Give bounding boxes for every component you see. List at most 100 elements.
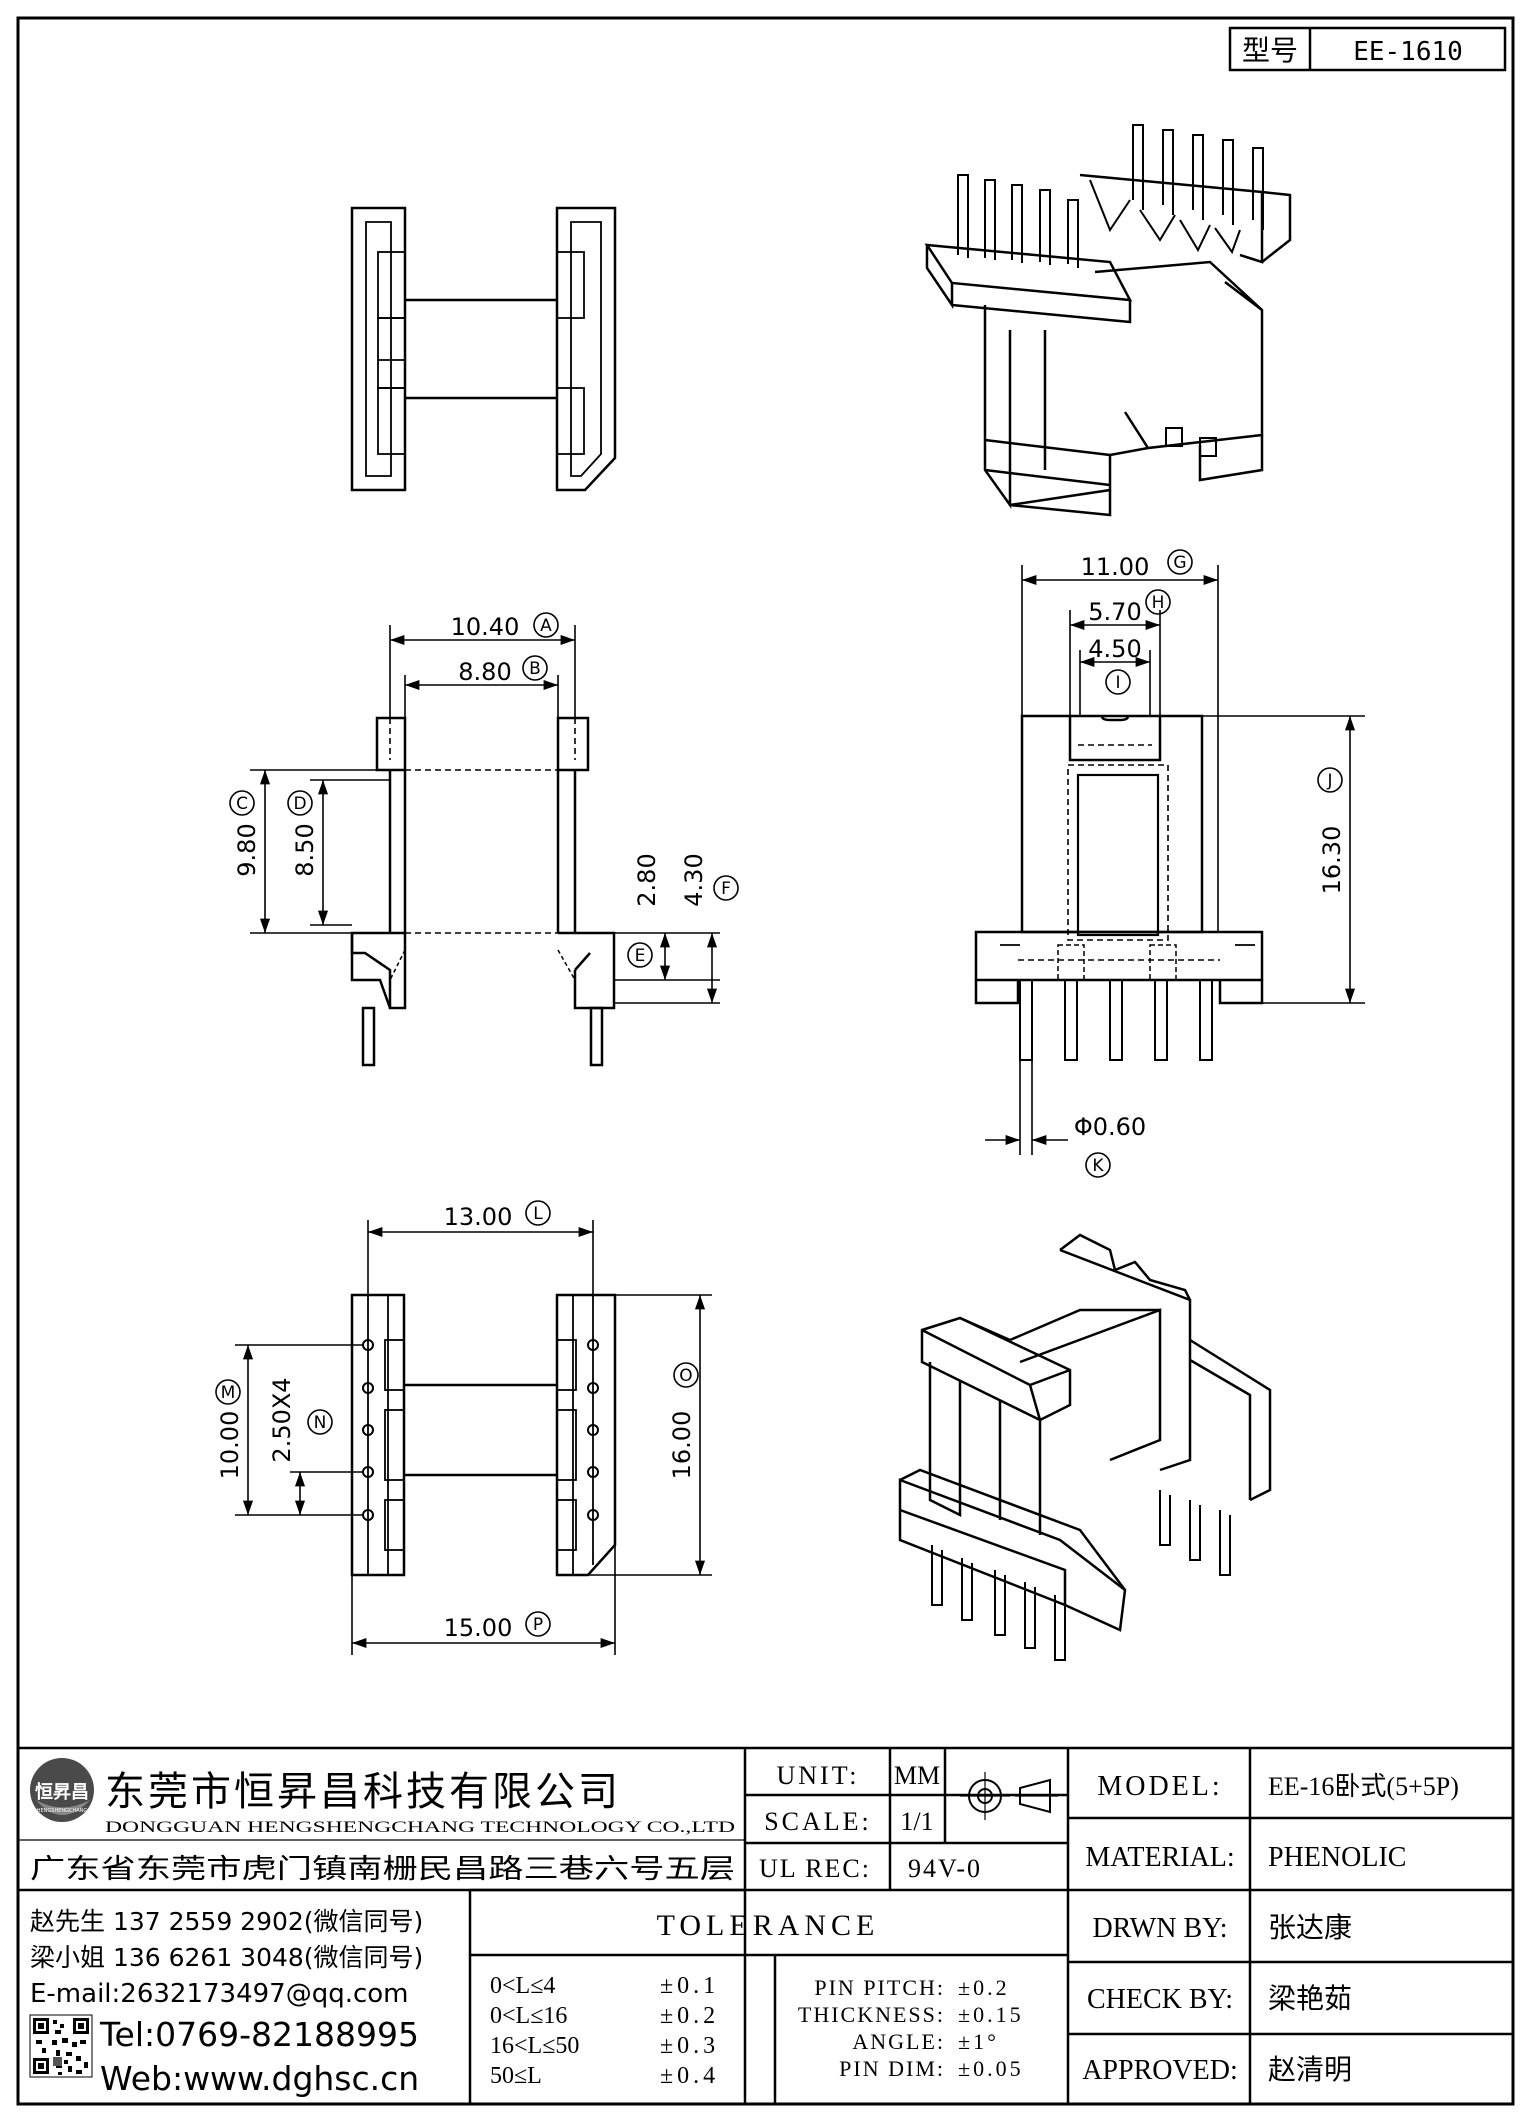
model-label: MODEL: bbox=[1097, 1771, 1222, 1802]
tol-extra-value-2: ±0.15 bbox=[958, 2002, 1024, 2027]
company-name-en: DONGGUAN HENGSHENGCHANG TECHNOLOGY CO.,L… bbox=[105, 1819, 735, 1836]
tag-k: K bbox=[1085, 1152, 1111, 1178]
tolerance-title: TOLERANCE bbox=[657, 1909, 880, 1942]
model-box-label: 型号 bbox=[1242, 34, 1298, 67]
qr-code bbox=[29, 2014, 93, 2078]
tag-e: E bbox=[627, 942, 653, 968]
company-address: 广东省东莞市虎门镇南栅民昌路三巷六号五层 bbox=[30, 1854, 735, 1885]
bottom-view bbox=[350, 1293, 617, 1577]
dim-g-value: 11.00 bbox=[1081, 553, 1150, 581]
dim-b-value: 8.80 bbox=[458, 658, 511, 686]
tol-range-3: 16<L≤50 bbox=[490, 2033, 579, 2059]
tol-extra-name-2: THICKNESS: bbox=[798, 2002, 945, 2027]
tag-n: N bbox=[307, 1409, 333, 1435]
drwn-value: 张达康 bbox=[1268, 1911, 1352, 1944]
dim-n-value: 2.50X4 bbox=[268, 1377, 296, 1462]
svg-text:K: K bbox=[1092, 1156, 1104, 1176]
svg-text:E: E bbox=[635, 946, 646, 966]
company-name-cn: 东莞市恒昇昌科技有限公司 bbox=[105, 1769, 621, 1815]
logo-text: 恒昇昌 bbox=[35, 1781, 89, 1803]
tol-extra-value-4: ±0.05 bbox=[958, 2056, 1024, 2081]
tol-range-4: 50≤L bbox=[490, 2063, 542, 2089]
tol-extra-name-3: ANGLE: bbox=[852, 2029, 945, 2054]
tag-i: I bbox=[1105, 669, 1131, 695]
dim-m-value: 10.00 bbox=[216, 1411, 244, 1480]
ul-label: UL REC: bbox=[759, 1854, 871, 1883]
svg-text:H: H bbox=[1152, 593, 1165, 613]
contact-line-1: 赵先生 137 2559 2902(微信同号) bbox=[30, 1907, 423, 1936]
svg-text:I: I bbox=[1115, 673, 1120, 693]
unit-label: UNIT: bbox=[776, 1761, 859, 1790]
dim-p-value: 15.00 bbox=[444, 1614, 513, 1642]
svg-text:J: J bbox=[1326, 771, 1332, 791]
drawing-frame bbox=[16, 16, 1515, 2106]
svg-text:P: P bbox=[533, 1615, 543, 1635]
dim-l-value: 13.00 bbox=[444, 1203, 513, 1231]
tag-c: C bbox=[229, 790, 255, 816]
scale-value: 1/1 bbox=[900, 1807, 933, 1836]
tol-extra-value-3: ±1° bbox=[958, 2029, 999, 2054]
tol-extra-name-4: PIN DIM: bbox=[839, 2056, 945, 2081]
check-value: 梁艳茹 bbox=[1268, 1982, 1352, 2015]
tol-extra-value-1: ±0.2 bbox=[958, 1975, 1010, 2000]
material-label: MATERIAL: bbox=[1085, 1842, 1234, 1873]
unit-value: MM bbox=[894, 1761, 940, 1790]
drwn-label: DRWN BY: bbox=[1092, 1913, 1227, 1944]
tag-h: H bbox=[1145, 589, 1171, 615]
tol-value-1: ±0.1 bbox=[660, 1973, 719, 1999]
approved-value: 赵清明 bbox=[1268, 2053, 1352, 2086]
svg-text:D: D bbox=[293, 794, 306, 814]
iso-view-bottom bbox=[898, 1233, 1272, 1661]
model-value: EE-16卧式(5+5P) bbox=[1268, 1772, 1459, 1801]
tag-j: J bbox=[1317, 767, 1343, 793]
top-view-a bbox=[350, 206, 617, 492]
tag-b: B bbox=[522, 655, 548, 681]
dim-j-value: 16.30 bbox=[1318, 826, 1346, 895]
dim-h-value: 5.70 bbox=[1088, 598, 1141, 626]
tol-value-3: ±0.3 bbox=[660, 2033, 719, 2059]
svg-text:C: C bbox=[236, 794, 248, 814]
material-value: PHENOLIC bbox=[1268, 1842, 1406, 1873]
tol-extra-name-1: PIN PITCH: bbox=[814, 1975, 945, 2000]
dim-f-value: 4.30 bbox=[680, 853, 708, 906]
tag-l: L bbox=[525, 1200, 551, 1226]
dim-e-value: 2.80 bbox=[633, 853, 661, 906]
tag-m: M bbox=[215, 1379, 241, 1405]
tag-f: F bbox=[713, 875, 739, 901]
tag-p: P bbox=[525, 1611, 551, 1637]
svg-text:A: A bbox=[540, 616, 552, 636]
dim-k-value: Φ0.60 bbox=[1074, 1113, 1146, 1141]
tag-a: A bbox=[533, 612, 559, 638]
tol-value-2: ±0.2 bbox=[660, 2003, 719, 2029]
model-box: 型号 EE-1610 bbox=[1228, 26, 1507, 72]
contact-tel: Tel:0769-82188995 bbox=[99, 2015, 419, 2054]
projection-symbol bbox=[960, 1772, 1058, 1820]
contact-email: E-mail:2632173497@qq.com bbox=[30, 1979, 409, 2009]
tag-g: G bbox=[1167, 549, 1193, 575]
check-label: CHECK BY: bbox=[1087, 1984, 1233, 2015]
tol-range-1: 0<L≤4 bbox=[490, 1973, 555, 1999]
contact-web: Web:www.dghsc.cn bbox=[100, 2059, 419, 2098]
tag-o: O bbox=[673, 1362, 699, 1388]
dim-c-value: 9.80 bbox=[233, 823, 261, 876]
title-block bbox=[18, 1746, 1513, 2104]
svg-text:N: N bbox=[314, 1413, 327, 1433]
company-logo: 恒昇昌 HENGSHENGCHANG bbox=[30, 1758, 94, 1822]
tol-range-2: 0<L≤16 bbox=[490, 2003, 567, 2029]
front-view bbox=[974, 714, 1264, 1061]
approved-label: APPROVED: bbox=[1082, 2055, 1238, 2086]
model-box-value: EE-1610 bbox=[1353, 37, 1463, 67]
dim-a-value: 10.40 bbox=[451, 613, 520, 641]
svg-text:M: M bbox=[221, 1383, 236, 1403]
contact-line-2: 梁小姐 136 6261 3048(微信同号) bbox=[30, 1943, 423, 1972]
side-view bbox=[350, 716, 616, 1067]
svg-text:O: O bbox=[679, 1366, 692, 1386]
ul-value: 94V-0 bbox=[908, 1854, 982, 1883]
dim-d-value: 8.50 bbox=[291, 823, 319, 876]
tol-value-4: ±0.4 bbox=[660, 2063, 719, 2089]
scale-label: SCALE: bbox=[764, 1807, 872, 1836]
iso-view-top bbox=[924, 124, 1292, 517]
svg-text:L: L bbox=[533, 1204, 543, 1224]
tag-d: D bbox=[287, 790, 313, 816]
